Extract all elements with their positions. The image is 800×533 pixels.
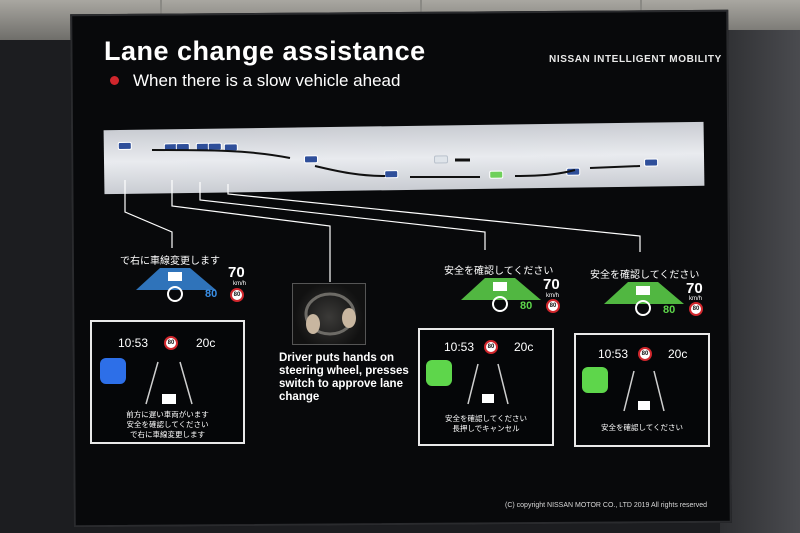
steering-assist-icon [100, 358, 126, 384]
hud-message: で右に車線変更します [120, 256, 220, 267]
lane-graphic [467, 363, 509, 405]
hud-speed: 70 [228, 264, 245, 281]
hud-graphic [130, 262, 240, 306]
panel-line: 安全を確認してください [600, 423, 684, 432]
hud-graphic [455, 272, 565, 316]
speed-limit-sign: 80 [484, 340, 498, 354]
speed-limit-sign: 80 [689, 302, 703, 316]
hud-unit: km/h [689, 296, 703, 302]
bullet-text: When there is a slow vehicle ahead [133, 71, 401, 90]
panel-temperature: 20c [514, 340, 534, 354]
bullet-dot [110, 76, 119, 85]
speed-limit-sign: 80 [638, 347, 652, 361]
driver-caption: Driver puts hands on steering wheel, pre… [279, 352, 409, 403]
hud-set-speed: 80 [205, 288, 218, 300]
hud-speed: 70 [543, 276, 560, 293]
hud-set-speed: 80 [663, 304, 676, 316]
panel-temperature: 20c [668, 347, 688, 361]
lane-graphic [145, 361, 193, 405]
driver-hands-photo [292, 283, 366, 345]
right-wall [720, 30, 800, 533]
panel-line: 長押しでキャンセル [452, 424, 520, 433]
panel-temperature: 20c [196, 336, 216, 350]
brand-logo-text: NISSAN INTELLIGENT MOBILITY [549, 54, 722, 65]
steering-assist-icon [426, 360, 452, 386]
hud-set-speed: 80 [520, 300, 533, 312]
hud-speed: 70 [686, 280, 703, 297]
meter-panel: 10:53 80 20c 安全を確認してください 長押しでキャンセル [418, 328, 554, 446]
steering-assist-icon [582, 367, 608, 393]
copyright-notice: (C) copyright NISSAN MOTOR CO., LTD 2019… [505, 502, 708, 509]
panel-time: 10:53 [598, 347, 629, 361]
hud-message: 安全を確認してください [444, 266, 554, 277]
hud-message: 安全を確認してください [590, 270, 700, 281]
hud-graphic [598, 276, 708, 320]
speed-limit-sign: 80 [230, 288, 244, 302]
speed-limit-sign: 80 [164, 336, 178, 350]
panel-line: 安全を確認してください [444, 414, 528, 423]
meter-panel: 10:53 80 20c 安全を確認してください [574, 333, 710, 447]
meter-panel: 10:53 80 20c 前方に遅い車両がいます 安全を確認してください で右に… [90, 320, 245, 444]
panel-line: 安全を確認してください [126, 420, 209, 429]
panel-time: 10:53 [444, 340, 475, 354]
hud-unit: km/h [233, 281, 247, 287]
panel-line: 前方に遅い車両がいます [126, 410, 209, 419]
panel-line: で右に車線変更します [130, 430, 205, 439]
lane-graphic [623, 370, 665, 412]
hud-unit: km/h [546, 293, 560, 299]
panel-time: 10:53 [118, 336, 149, 350]
speed-limit-sign: 80 [546, 299, 560, 313]
slide-title: Lane change assistance [104, 36, 426, 66]
